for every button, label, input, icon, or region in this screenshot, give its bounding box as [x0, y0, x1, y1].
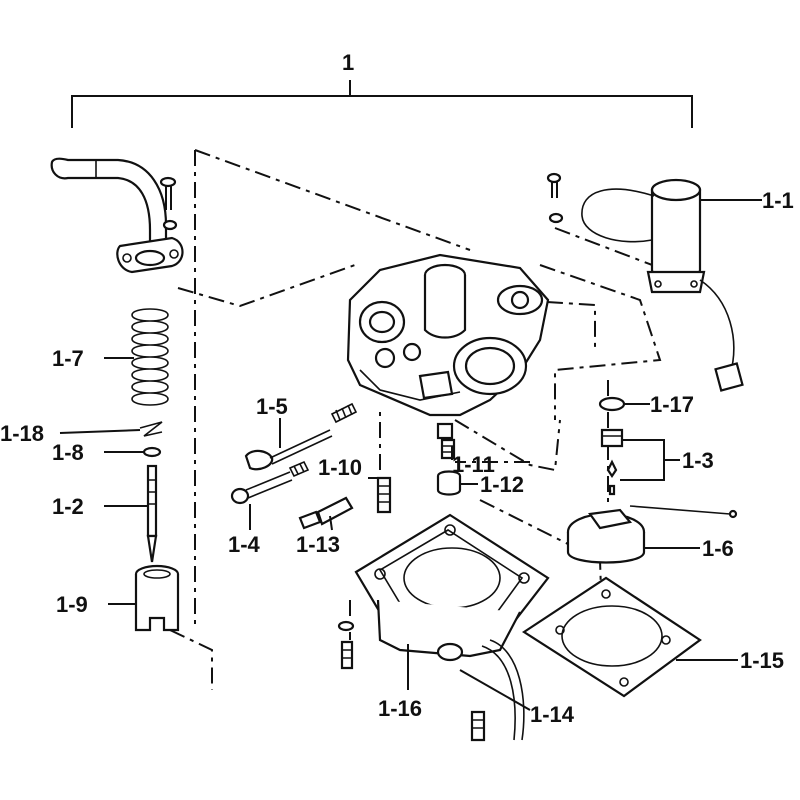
callout-1-7: 1-7 [52, 346, 84, 371]
float-bowl-gasket [521, 576, 702, 698]
callout-1-9: 1-9 [56, 592, 88, 617]
callout-1-5: 1-5 [256, 394, 288, 419]
callout-1-18: 1-18 [0, 421, 44, 446]
callout-labels: 1-1 1-7 1-18 1-8 1-2 1-9 1-5 1-4 1-13 1-… [0, 188, 794, 727]
bowl-screw [337, 620, 355, 670]
drain-screw [470, 710, 486, 742]
needle-retainer-washer [142, 446, 162, 458]
pilot-screw [230, 460, 310, 505]
throttle-cable-elbow [50, 157, 184, 274]
float-bowl [354, 513, 550, 662]
jet-holder-nut [436, 470, 462, 496]
callout-1-14: 1-14 [530, 702, 575, 727]
assembly-label: 1 [342, 50, 354, 75]
jet-needle [146, 464, 158, 563]
needle-clip [139, 421, 163, 437]
float [566, 505, 738, 564]
throttle-spring [131, 308, 169, 406]
main-jet [376, 476, 392, 514]
callout-1-4: 1-4 [228, 532, 261, 557]
assembly-bracket [71, 80, 693, 128]
callout-1-1: 1-1 [762, 188, 794, 213]
callout-1-8: 1-8 [52, 440, 84, 465]
o-ring [598, 396, 626, 412]
throttle-stop-screw [244, 402, 358, 471]
callout-1-12: 1-12 [480, 472, 524, 497]
assembly-guide-lines [169, 149, 662, 690]
cap-screw [159, 176, 178, 231]
auto-choke [581, 178, 744, 392]
drain-hose [481, 639, 525, 741]
needle-jet [298, 496, 354, 530]
callout-1-10: 1-10 [318, 455, 362, 480]
callout-1-3: 1-3 [682, 448, 714, 473]
leader-lines [59, 199, 762, 711]
callout-1-13: 1-13 [296, 532, 340, 557]
float-valve [600, 428, 624, 496]
callout-1-17: 1-17 [650, 392, 694, 417]
callout-1-15: 1-15 [740, 648, 784, 673]
throttle-valve [134, 564, 180, 632]
callout-1-6: 1-6 [702, 536, 734, 561]
choke-screw [546, 172, 564, 224]
callout-1-11: 1-11 [452, 452, 495, 477]
carburetor-body [346, 253, 550, 440]
callout-1-16: 1-16 [378, 696, 422, 721]
callout-1-2: 1-2 [52, 494, 84, 519]
